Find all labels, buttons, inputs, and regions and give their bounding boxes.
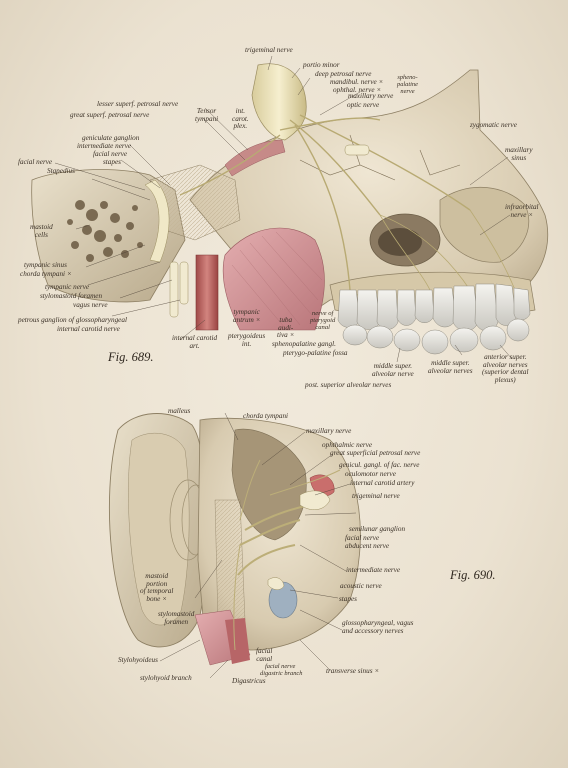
- label-ophthalmic-nerve: ophthal. nerve ×: [333, 86, 382, 94]
- label-stylohyoid-branch: stylohyoid branch: [140, 674, 192, 682]
- label-ophthalmic-nerve-690: ophthalmic nerve: [322, 441, 373, 449]
- label-petrous-ganglion: petrous ganglion of glossopharyngeal: [18, 316, 127, 324]
- label-great-superficial-petrosal-nerve: great superficial petrosal nerve: [330, 449, 421, 457]
- label-maxillary-sinus: maxillary sinus: [505, 146, 533, 162]
- label-nerve-of-pterygoid-canal: nerve of pterygoid canal: [310, 310, 336, 331]
- label-facial-nerve-690-bottom: facial nerve: [265, 663, 296, 670]
- label-sphenopalatine-nerve: spheno- palatine nerve: [397, 74, 418, 95]
- label-maxillary-nerve: maxillary nerve: [348, 92, 394, 100]
- label-mandibular-nerve: mandibul. nerve ×: [330, 78, 384, 86]
- leader-lines: [54, 55, 513, 679]
- label-mastoid-portion-temporal-bone: mastoid portion of temporal bone ×: [140, 572, 174, 603]
- label-geniculate-ganglion: geniculate ganglion: [82, 134, 140, 142]
- label-stapes-690: stapes: [339, 595, 357, 603]
- label-stapes-689: stapes: [103, 158, 121, 166]
- label-glossopharyngeal-vagus-accessory: glossopharyngeal, vagus and accessory ne…: [342, 619, 414, 635]
- label-intermediate-nerve-690: intermediate nerve: [346, 566, 401, 574]
- label-lesser-superf-petrosal-nerve: lesser superf. petrosal nerve: [97, 100, 179, 108]
- label-abducent-nerve: abducent nerve: [345, 542, 390, 550]
- label-deep-petrosal-nerve: deep petrosal nerve: [315, 70, 372, 78]
- label-internal-carotid-artery: internal carotid artery: [350, 479, 415, 487]
- label-middle-super-alveolar-nerve: middle super. alveolar nerve: [372, 362, 414, 378]
- label-stylomastoid-foramen-689: stylomastoid foramen: [40, 292, 103, 300]
- fig-690-drawing: [108, 413, 361, 666]
- label-maxillary-nerve-690: maxillary nerve: [306, 427, 352, 435]
- label-infraorbital-nerve: infraorbital nerve ×: [505, 203, 539, 219]
- label-oculomotor-nerve: oculomotor nerve: [345, 470, 396, 478]
- label-post-superior-alveolar-nerves: post. superior alveolar nerves: [305, 381, 392, 389]
- label-semilunar-ganglion: semilunar ganglion: [349, 525, 406, 533]
- label-stylomastoid-foramen-690: stylomastoid foramen: [158, 610, 195, 626]
- label-malleus: malleus: [168, 407, 191, 415]
- label-optic-nerve: optic nerve: [347, 101, 380, 109]
- figure-689-caption: Fig. 689.: [108, 350, 154, 364]
- label-tympanic-antrum: tympanic antrum ×: [233, 308, 261, 324]
- label-int-carot-plex: int. carot. plex.: [232, 107, 249, 131]
- label-anterior-super-alveolar-nerves: anterior super. alveolar nerves (superio…: [482, 353, 529, 384]
- label-stapedius: Stapedius: [47, 167, 75, 175]
- figure-690-caption: Fig. 690.: [450, 568, 496, 582]
- label-facial-nerve-690-right: facial nerve: [345, 534, 380, 542]
- label-tensor-tympani: Tensor tympani: [195, 107, 219, 123]
- label-facial-nerve-left: facial nerve: [18, 158, 53, 166]
- label-intermediate-nerve: intermediate nerve: [77, 142, 132, 150]
- label-digastric-branch: digastric branch: [260, 670, 303, 677]
- label-acoustic-nerve: acoustic nerve: [340, 582, 382, 590]
- label-transverse-sinus: transverse sinus ×: [326, 667, 380, 675]
- label-portio-minor: portio minor: [303, 61, 340, 69]
- label-genicul-gangl: genicul. gangl. of fac. nerve: [339, 461, 420, 469]
- label-sphenopalatine-gangl: sphenopalatine gangl.: [272, 340, 336, 348]
- label-facial-canal: facial canal: [256, 647, 273, 663]
- label-internal-carotid-nerve: internal carotid nerve: [57, 325, 120, 333]
- label-tuba-auditiva: tuba audi- tiva ×: [277, 316, 295, 340]
- label-internal-carotid-art: internal carotid art.: [172, 334, 218, 350]
- label-facial-nerve-upper: facial nerve: [93, 150, 128, 158]
- fig-689-drawing: [31, 63, 549, 355]
- label-vagus-nerve: vagus nerve: [73, 301, 108, 309]
- label-middle-super-alveolar-nerves: middle super. alveolar nerves: [428, 359, 473, 375]
- label-chorda-tympani-689: chorda tympani ×: [20, 270, 72, 278]
- label-pterygoideus-int: pterygoideus int.: [228, 332, 266, 348]
- label-trigeminal-nerve: trigeminal nerve: [245, 46, 293, 54]
- label-mastoid-cells: mastoid cells: [30, 223, 53, 239]
- label-tympanic-nerve: tympanic nerve: [45, 283, 90, 291]
- label-great-superf-petrosal-nerve: great superf. petrosal nerve: [70, 111, 150, 119]
- label-stylohyoideus: Stylohyoideus: [118, 656, 158, 664]
- label-pterygo-palatine-fossa: pterygo-palatine fossa: [283, 349, 348, 357]
- label-zygomatic-nerve: zygomatic nerve: [470, 121, 517, 129]
- label-tympanic-sinus: tympanic sinus: [24, 261, 67, 269]
- label-chorda-tympani-690: chorda tympani: [243, 412, 289, 420]
- label-digastricus: Digastricus: [232, 677, 266, 685]
- label-trigeminal-nerve-690: trigeminal nerve: [352, 492, 400, 500]
